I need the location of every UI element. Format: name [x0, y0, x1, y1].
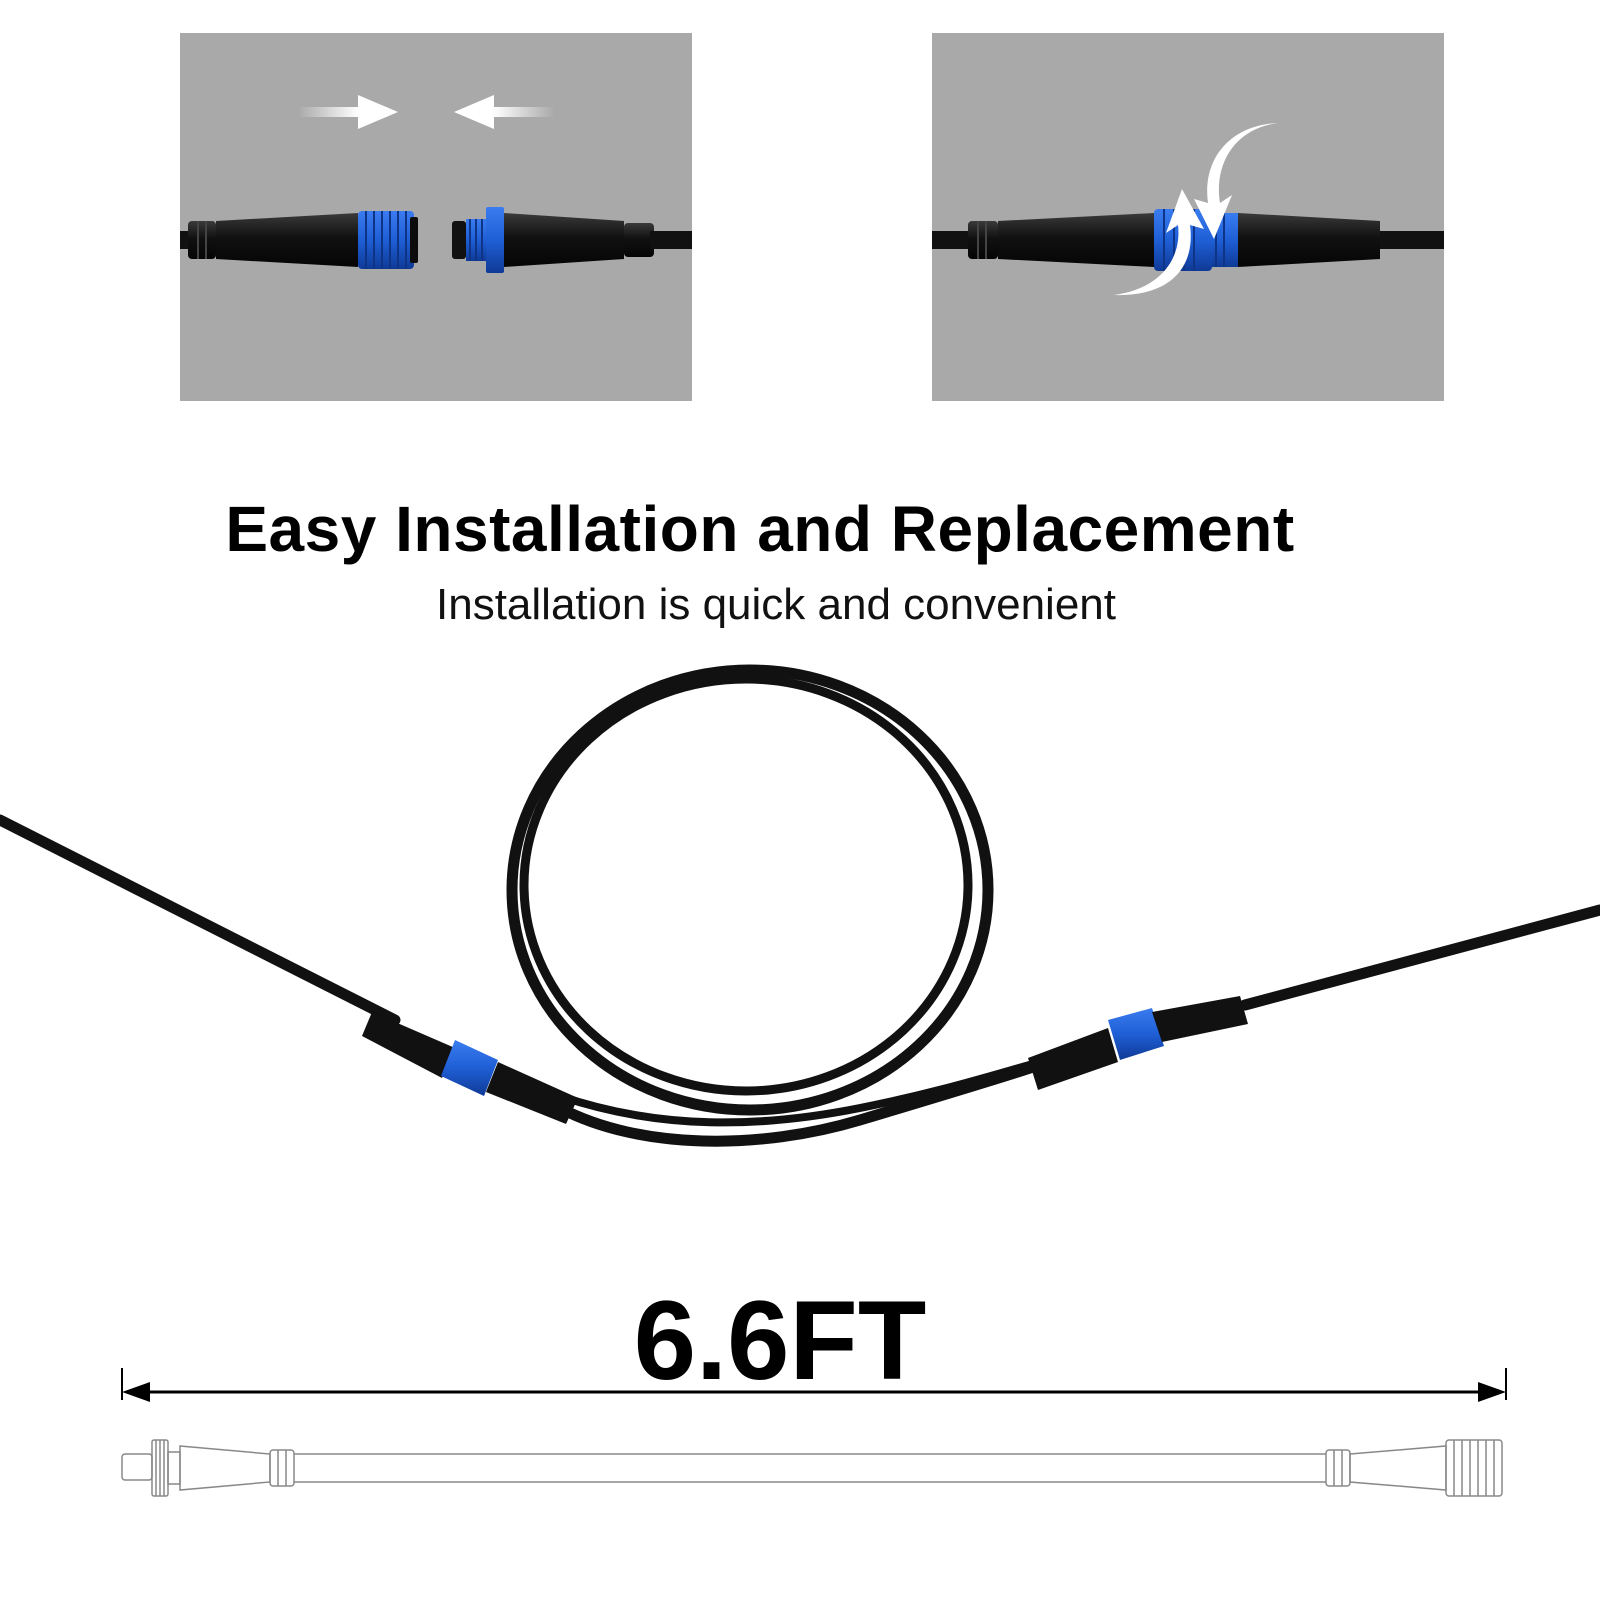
- connect-illustration: [180, 95, 692, 273]
- subheadline: Installation is quick and convenient: [436, 580, 1116, 629]
- twist-up-arrow-icon: [1114, 189, 1204, 296]
- step-connect-panel: [180, 33, 692, 401]
- cable-length-label: 6.6FT: [633, 1278, 927, 1403]
- twist-down-arrow-icon: [1194, 123, 1278, 239]
- push-right-arrow-icon: [298, 95, 398, 129]
- step-lock-panel: [932, 33, 1444, 401]
- lock-illustration: [932, 123, 1444, 296]
- headline: Easy Installation and Replacement: [225, 493, 1295, 565]
- right-inline-connector: [1028, 996, 1248, 1090]
- left-inline-connector: [362, 1012, 578, 1124]
- push-left-arrow-icon: [454, 95, 554, 129]
- cable-outline-drawing: [121, 1439, 1503, 1497]
